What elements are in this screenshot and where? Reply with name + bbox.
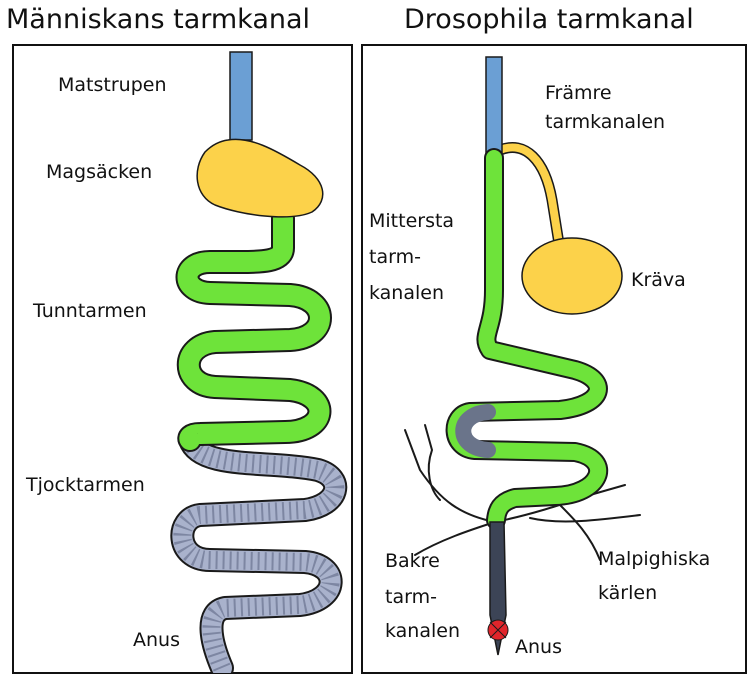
label-midgut-line1: Mittersta (369, 208, 454, 234)
label-foregut-line2: tarmkanalen (545, 109, 665, 135)
human-esophagus (230, 52, 252, 140)
fly-anus-marker (488, 620, 508, 640)
label-midgut-line3: kanalen (369, 280, 444, 306)
label-malpighian-line1: Malpighiska (598, 546, 710, 572)
fly-foregut (486, 57, 502, 160)
label-fly-anus: Anus (515, 634, 562, 660)
label-hindgut-line1: Bakre (385, 548, 440, 574)
human-stomach (197, 139, 323, 217)
label-human-anus: Anus (133, 627, 180, 653)
label-midgut-line2: tarm- (369, 244, 421, 270)
label-crop: Kräva (631, 267, 686, 293)
label-small-intestine: Tunntarmen (33, 298, 147, 324)
label-malpighian-line2: kärlen (598, 580, 657, 606)
label-stomach: Magsäcken (46, 159, 152, 185)
human-small-intestine (188, 218, 321, 440)
label-foregut-line1: Främre (545, 80, 612, 106)
label-hindgut-line3: kanalen (385, 618, 460, 644)
fly-midgut (456, 158, 599, 520)
label-esophagus: Matstrupen (58, 72, 166, 98)
human-large-intestine (182, 440, 335, 668)
fly-crop (522, 238, 622, 314)
label-hindgut-line2: tarm- (385, 584, 437, 610)
label-large-intestine: Tjocktarmen (26, 472, 145, 498)
